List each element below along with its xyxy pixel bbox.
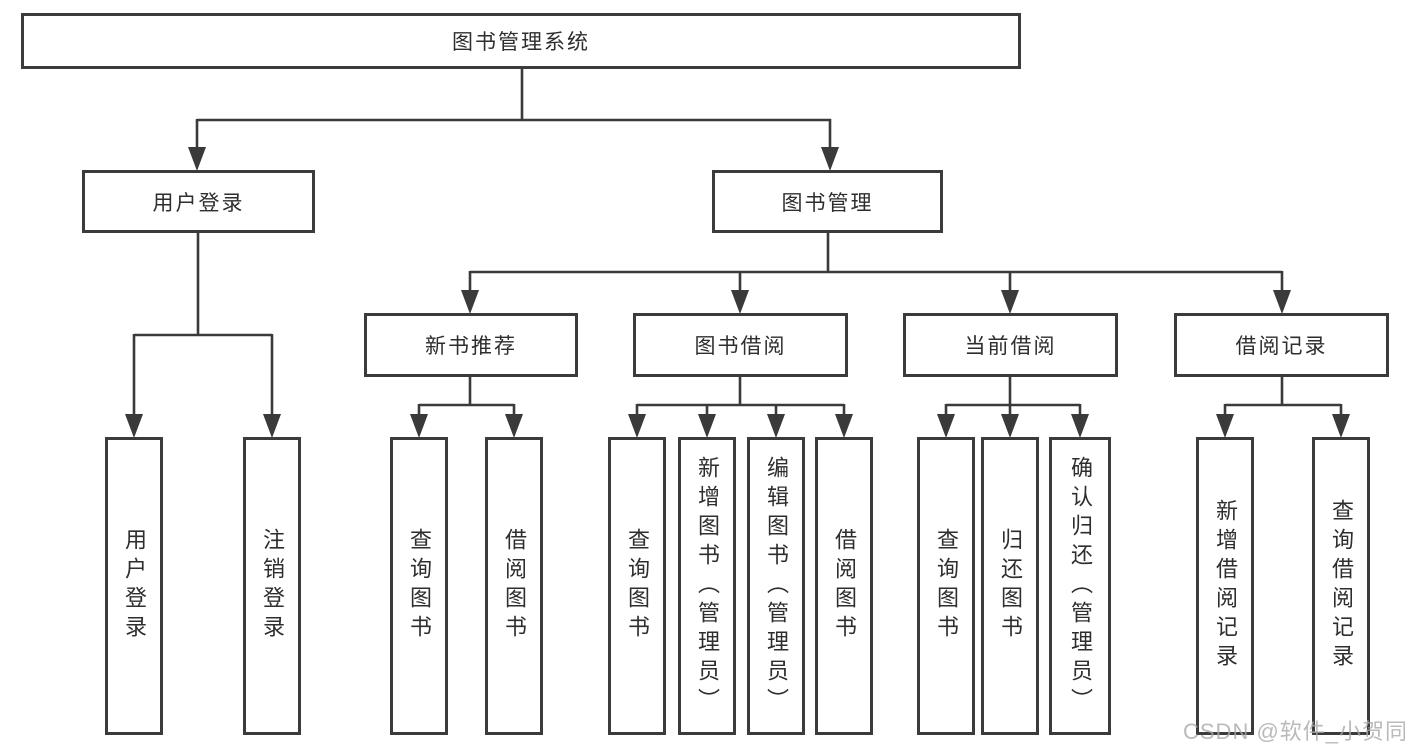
leaf-add-books-admin: 新增图书（管理员） <box>678 437 736 735</box>
node-book-borrow: 图书借阅 <box>633 313 848 377</box>
node-user-login: 用户登录 <box>82 170 315 233</box>
node-book-management: 图书管理 <box>712 170 943 233</box>
leaf-borrow-books-recommend: 借阅图书 <box>485 437 543 735</box>
node-current-borrow: 当前借阅 <box>903 313 1118 377</box>
node-borrow-records: 借阅记录 <box>1174 313 1389 377</box>
leaf-query-books-recommend: 查询图书 <box>390 437 448 735</box>
leaf-borrow-books: 借阅图书 <box>815 437 873 735</box>
node-new-book-recommend: 新书推荐 <box>364 313 578 377</box>
leaf-query-books-borrow: 查询图书 <box>608 437 666 735</box>
leaf-add-borrow-record: 新增借阅记录 <box>1196 437 1254 735</box>
leaf-return-books: 归还图书 <box>981 437 1039 735</box>
node-system-root: 图书管理系统 <box>21 13 1021 69</box>
csdn-watermark: CSDN @软件_小贺同学 <box>1183 719 1405 744</box>
leaf-edit-books-admin: 编辑图书（管理员） <box>747 437 805 735</box>
leaf-query-borrow-record: 查询借阅记录 <box>1312 437 1370 735</box>
leaf-query-books-current: 查询图书 <box>917 437 975 735</box>
leaf-confirm-return-admin: 确认归还（管理员） <box>1049 437 1111 735</box>
leaf-user-login: 用户登录 <box>105 437 163 735</box>
leaf-logout: 注销登录 <box>243 437 301 735</box>
